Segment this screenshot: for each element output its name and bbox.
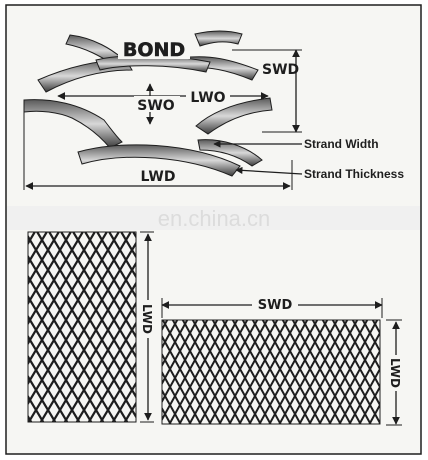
watermark-band [7,206,420,230]
strand-upper-right-outer [194,30,243,47]
right-swd-label: SWD [258,298,293,313]
bottom-diagram: LWD SWD LWD [27,231,404,426]
lwo-label: LWO [190,90,225,106]
swo-label: SWO [137,98,175,114]
strand-width-label: Strand Width [304,137,379,151]
swo-label-bg [134,96,180,112]
right-lwd-label-bg [388,355,404,391]
swd-label: SWD [262,62,299,78]
bond-label: BOND [123,39,185,61]
strand-right-bend [195,97,273,135]
lwd-label: LWD [141,169,176,185]
right-swd-label-bg [252,296,298,312]
mesh-panel-left [27,231,137,423]
lwo-label-bg [186,88,230,104]
right-lwd-label: LWD [388,358,402,388]
top-diagram: BOND SWD SWO LWO LWD Strand Width Strand… [23,30,404,190]
strand-thickness-leader [235,166,303,175]
left-lwd-label: LWD [140,304,154,334]
strand-thickness-label: Strand Thickness [304,167,404,181]
mesh-panel-right [161,319,381,425]
watermark-text: en.china.cn [158,206,271,231]
left-lwd-label-bg [140,300,156,338]
bond-label-bg [118,37,190,59]
strand-left-bend [23,99,123,149]
